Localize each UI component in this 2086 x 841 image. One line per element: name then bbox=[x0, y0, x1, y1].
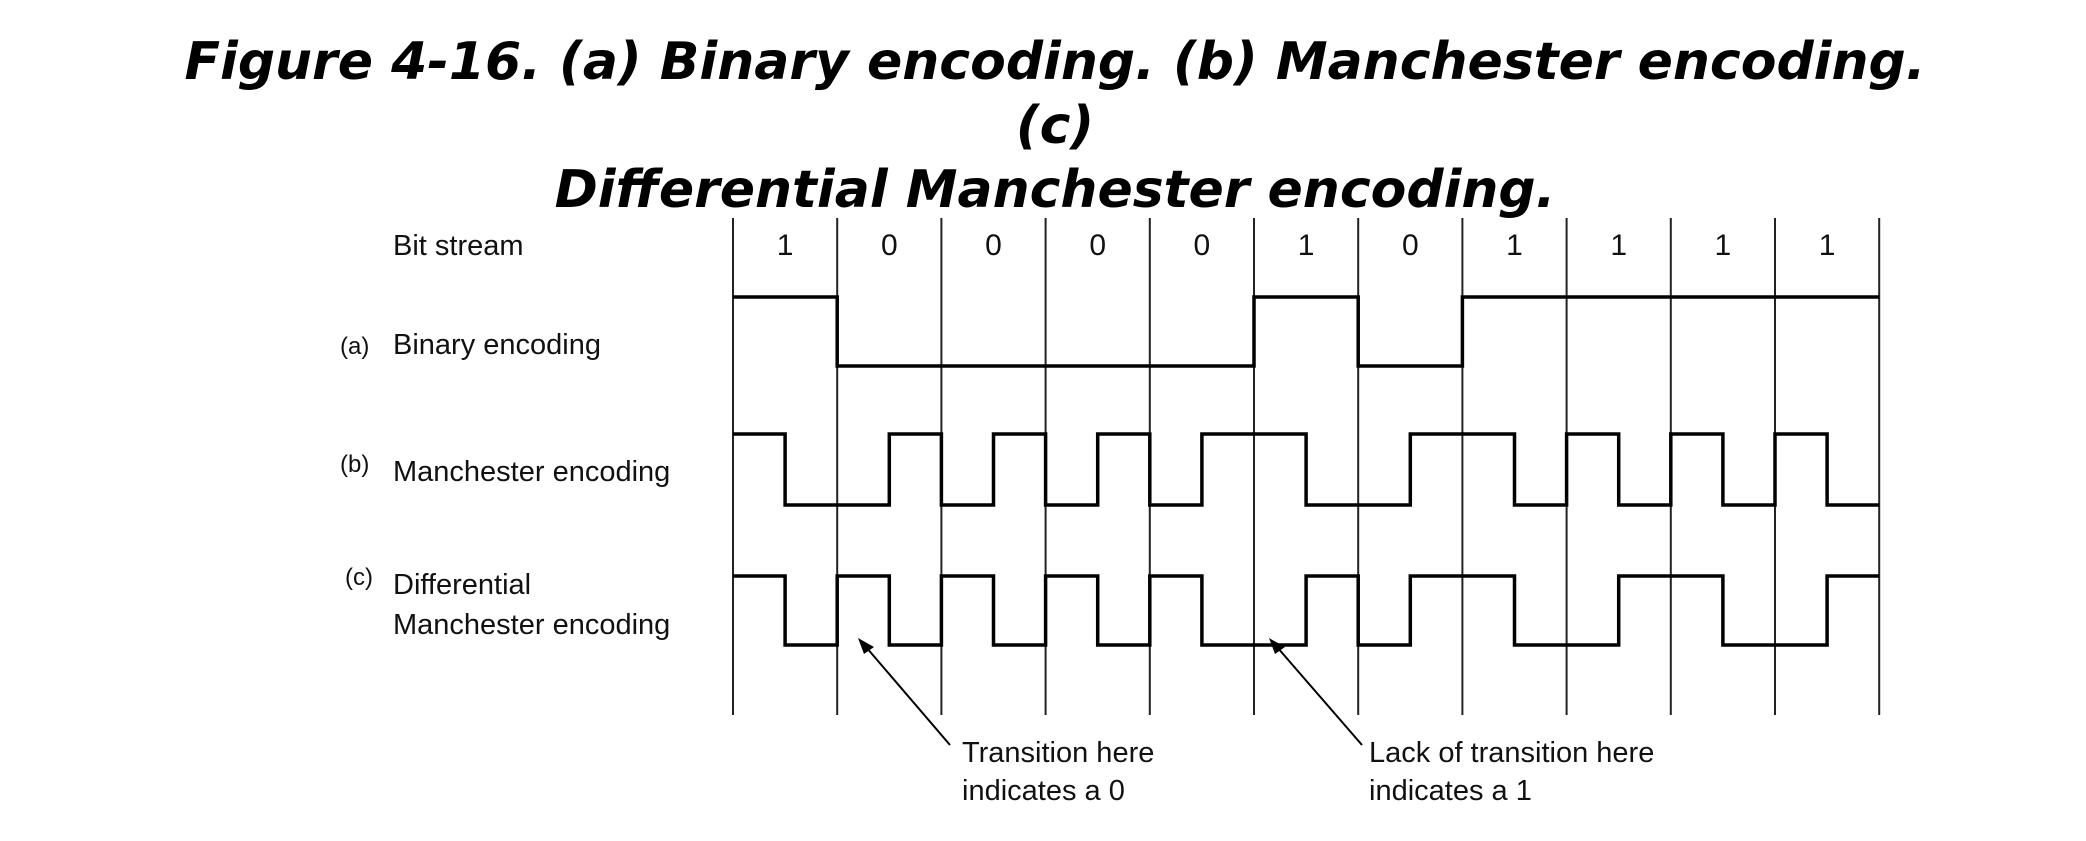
lack-transition-arrowhead bbox=[1269, 638, 1285, 654]
bit-value-label: 1 bbox=[777, 229, 794, 262]
manchester-waveform bbox=[733, 432, 1880, 507]
differential-label-line-1: Differential bbox=[393, 569, 531, 601]
bit-value-label: 0 bbox=[1089, 229, 1106, 262]
transition-arrowhead bbox=[858, 638, 874, 654]
binary-encoding-label: Binary encoding bbox=[393, 329, 601, 361]
row-b-tag: (b) bbox=[340, 451, 369, 478]
lack-transition-note-line-1: Lack of transition here bbox=[1369, 737, 1654, 769]
bit-stream-label: Bit stream bbox=[393, 230, 524, 262]
bit-value-label: 1 bbox=[1506, 229, 1523, 262]
lack-transition-note-line-2: indicates a 1 bbox=[1369, 775, 1532, 807]
figure-title-line-2: Differential Manchester encoding. bbox=[554, 160, 1556, 220]
bit-value-label: 1 bbox=[1298, 229, 1315, 262]
bit-labels: 1 0 0 0 0 1 0 1 1 1 1 bbox=[777, 229, 1836, 262]
bit-value-label: 1 bbox=[1715, 229, 1732, 262]
manchester-encoding-label: Manchester encoding bbox=[393, 456, 670, 488]
bit-value-label: 0 bbox=[881, 229, 898, 262]
row-a-tag: (a) bbox=[340, 333, 369, 360]
transition-annotation: Transition here indicates a 0 bbox=[858, 638, 1154, 807]
bit-value-label: 0 bbox=[985, 229, 1002, 262]
lack-transition-arrow-line bbox=[1276, 646, 1363, 746]
differential-manchester-waveform bbox=[733, 574, 1880, 647]
bit-value-label: 0 bbox=[1194, 229, 1211, 262]
figure-title: Figure 4-16. (a) Binary encoding. (b) Ma… bbox=[150, 30, 1960, 222]
transition-note-line-2: indicates a 0 bbox=[962, 775, 1125, 807]
waveforms bbox=[733, 295, 1880, 647]
transition-note-line-1: Transition here bbox=[962, 737, 1154, 769]
binary-waveform bbox=[733, 295, 1880, 368]
bit-value-label: 1 bbox=[1819, 229, 1836, 262]
transition-arrow-line bbox=[865, 646, 951, 746]
row-c-tag: (c) bbox=[345, 564, 373, 591]
figure-title-line-1: Figure 4-16. (a) Binary encoding. (b) Ma… bbox=[184, 32, 1926, 156]
lack-of-transition-annotation: Lack of transition here indicates a 1 bbox=[1269, 638, 1654, 807]
bit-value-label: 0 bbox=[1402, 229, 1419, 262]
differential-label-line-2: Manchester encoding bbox=[393, 609, 670, 641]
bit-value-label: 1 bbox=[1610, 229, 1627, 262]
